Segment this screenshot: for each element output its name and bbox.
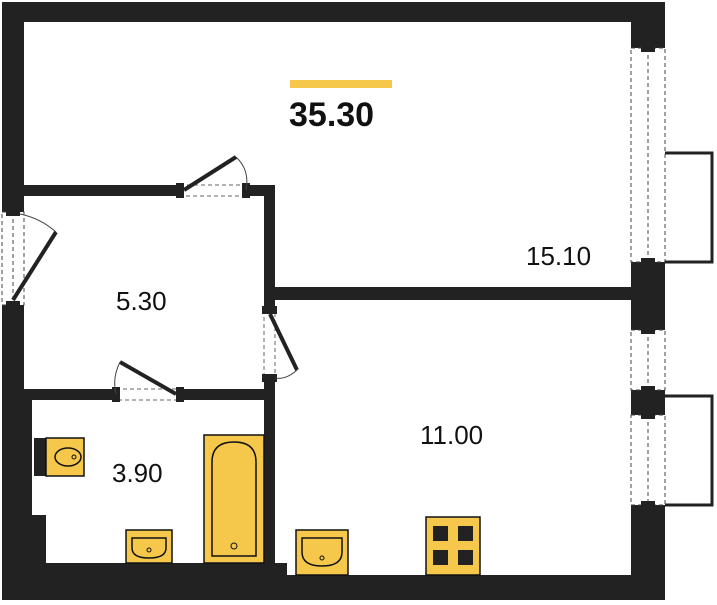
sink-icon [125, 529, 173, 564]
door-swing-icon [11, 213, 58, 302]
wall-hall-top-left [24, 185, 180, 196]
wall-right-mid [631, 262, 665, 330]
toilet-icon [34, 437, 85, 477]
interior-walls [24, 185, 631, 575]
wall-bottom [2, 575, 665, 600]
room-area-bathroom: 3.90 [112, 458, 163, 488]
wall-left-upper [2, 2, 24, 212]
wall-bath-bottom [40, 563, 275, 575]
sink-icon [295, 529, 349, 576]
room-area-hall: 5.30 [116, 286, 167, 316]
wall-right-lower-mid [631, 390, 665, 415]
balcony-icon [665, 151, 714, 507]
wall-right-bottom [631, 505, 665, 600]
wall-hall-top-right [246, 185, 274, 196]
door-swing-icon [262, 306, 299, 382]
wall-hall-right-upper [264, 185, 275, 310]
bathtub-icon [203, 434, 265, 564]
window-frames [6, 44, 655, 509]
wall-bath-top-right [180, 389, 275, 400]
wall-left-lower [2, 305, 24, 600]
wall-bath-left [24, 389, 32, 519]
room-area-kitchen: 11.00 [420, 420, 484, 450]
wall-bath-top-left [24, 389, 116, 400]
wall-right-top [631, 2, 665, 48]
total-area-label: 35.30 [289, 96, 375, 134]
door-swing-icon [176, 155, 250, 198]
room-area-living: 15.10 [526, 241, 592, 271]
wall-bath-corner [24, 515, 46, 575]
stove-icon [425, 516, 481, 576]
outer-walls [2, 2, 665, 600]
wall-top [2, 2, 665, 22]
door-swing-icon [112, 360, 184, 402]
wall-hall-right-lower [264, 378, 275, 575]
total-area-accent-bar [290, 80, 392, 88]
wall-kitchen-top [264, 287, 631, 300]
